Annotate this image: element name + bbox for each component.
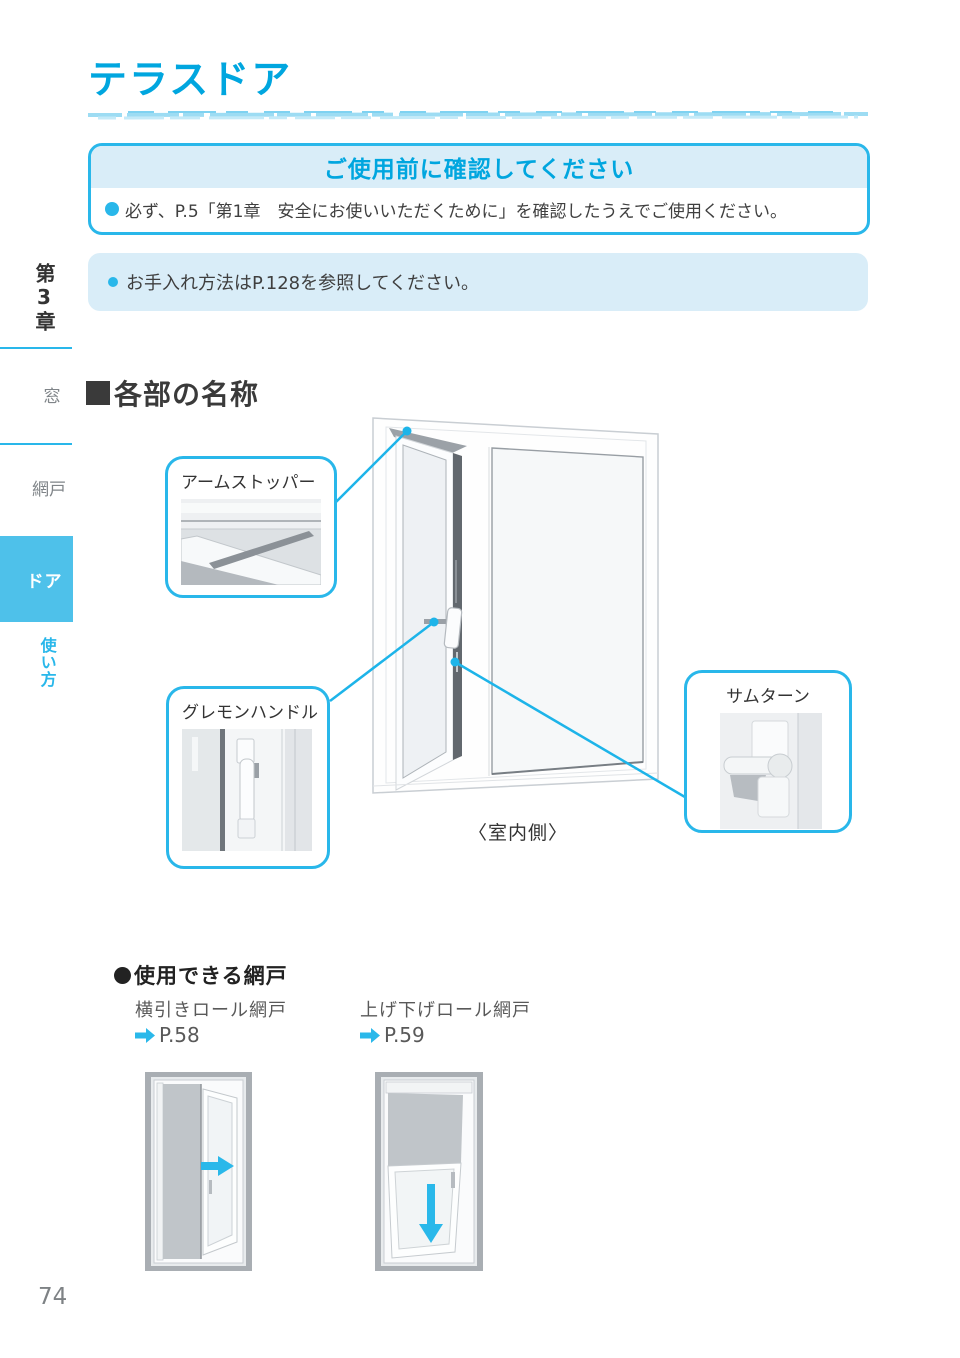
fixed-panel-glass — [491, 447, 644, 775]
arrow-right-icon — [360, 1027, 380, 1043]
thumb-turn-photo — [720, 713, 822, 829]
callout-label: サムターン — [726, 687, 810, 707]
screens-heading-text: 使用できる網戸 — [134, 964, 288, 988]
sidebar-item-window: 窓 — [43, 387, 61, 407]
screen-item-name: 上げ下げロール網戸 — [360, 1000, 531, 1021]
parts-heading-text: 各部の名称 — [114, 378, 260, 411]
page-title: テラスドア — [88, 58, 293, 103]
brush-underline — [88, 111, 869, 120]
circle-bullet-icon — [114, 966, 131, 984]
callout-label: アームストッパー — [181, 473, 316, 493]
page-ref-text: P.59 — [384, 1023, 425, 1047]
gremon-handle-on-door — [443, 607, 463, 649]
confirm-box-body: 必ず、P.5「第1章 安全にお使いいただくために」を確認したうえでご使用ください… — [91, 188, 867, 230]
sidebar-item-usage: 使い方 — [37, 637, 57, 688]
screen-item-name: 横引きロール網戸 — [135, 1000, 287, 1021]
sliding-roll-screen-image — [145, 1072, 252, 1271]
cremone-handle-photo — [182, 729, 312, 851]
leader-dots — [402, 426, 460, 667]
parts-section-heading: 各部の名称 — [86, 373, 259, 413]
callout-cremone-handle: グレモンハンドル — [166, 686, 330, 869]
view-side-label: 〈室内側〉 — [467, 822, 568, 844]
arrow-right-icon — [135, 1027, 155, 1043]
callout-arm-stopper: アームストッパー — [165, 456, 337, 598]
callout-label: グレモンハンドル — [182, 703, 318, 723]
bullet-icon — [108, 277, 118, 287]
confirm-box-title: ご使用前に確認してください — [91, 146, 867, 188]
note-box: お手入れ方法はP.128を参照してください。 — [88, 253, 868, 311]
bullet-icon — [105, 202, 119, 216]
page-ref-text: P.58 — [159, 1023, 200, 1047]
leaf-glass — [402, 444, 447, 779]
updown-roll-screen-image — [375, 1072, 483, 1271]
screen-item-page-ref: P.58 — [135, 1023, 200, 1047]
sidebar-divider — [0, 443, 72, 445]
sidebar-chapter-label: 第3章 — [32, 263, 56, 333]
sidebar-item-screen: 網戸 — [32, 480, 66, 500]
page-number: 74 — [38, 1284, 68, 1310]
confirm-box-text: 必ず、P.5「第1章 安全にお使いいただくために」を確認したうえでご使用ください… — [125, 201, 787, 222]
leader-lines — [329, 430, 691, 802]
sidebar-divider — [0, 347, 72, 349]
screen-item-page-ref: P.59 — [360, 1023, 425, 1047]
leaf-gap — [453, 453, 462, 760]
callout-thumb-turn: サムターン — [684, 670, 852, 833]
screens-section-heading: 使用できる網戸 — [114, 960, 288, 990]
square-bullet-icon — [86, 381, 110, 405]
note-text: お手入れ方法はP.128を参照してください。 — [126, 273, 480, 294]
confirm-box: ご使用前に確認してください 必ず、P.5「第1章 安全にお使いいただくために」を… — [88, 143, 870, 235]
sidebar-item-door-active: ドア — [0, 536, 73, 622]
arm-stopper-photo — [180, 499, 322, 586]
terrace-door-diagram — [329, 417, 691, 802]
